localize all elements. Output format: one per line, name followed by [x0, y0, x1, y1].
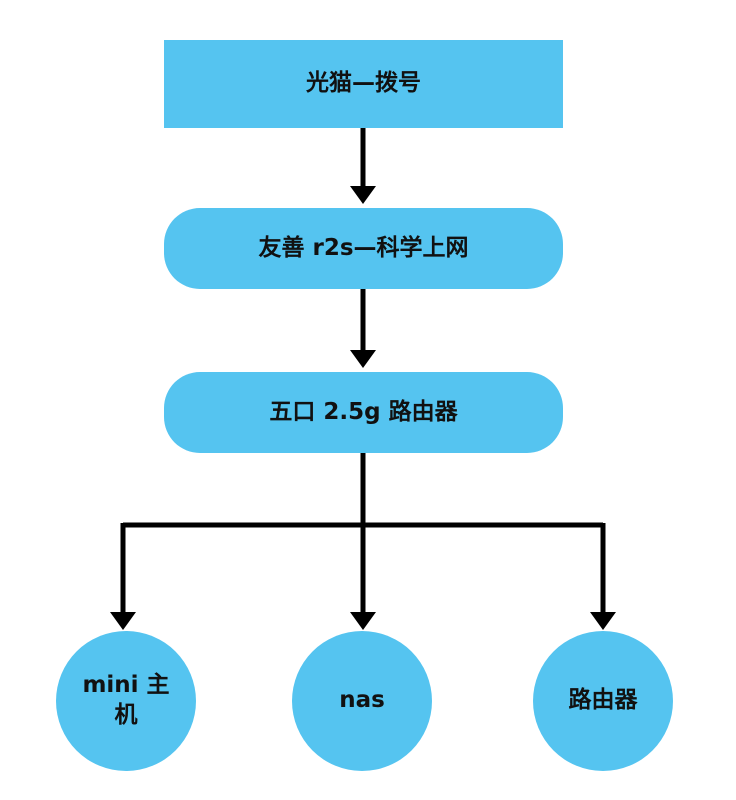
- node-r2s: 友善 r2s—科学上网: [164, 208, 563, 289]
- node-nas-label: nas: [339, 687, 385, 714]
- node-optical-modem-label: 光猫—拨号: [306, 70, 421, 97]
- arrowhead-nas: [350, 612, 376, 630]
- node-switch-2-5g-label: 五口 2.5g 路由器: [269, 398, 458, 425]
- node-switch-2-5g: 五口 2.5g 路由器: [164, 372, 563, 453]
- arrowhead-r2s: [350, 186, 376, 204]
- node-nas: nas: [292, 631, 432, 771]
- arrowhead-minipc: [110, 612, 136, 630]
- node-router: 路由器: [533, 631, 673, 771]
- arrowhead-router: [590, 612, 616, 630]
- arrowhead-switch: [350, 350, 376, 368]
- node-router-label: 路由器: [568, 687, 638, 714]
- node-mini-pc: mini 主机: [56, 631, 196, 771]
- node-r2s-label: 友善 r2s—科学上网: [258, 234, 469, 261]
- node-optical-modem: 光猫—拨号: [164, 40, 563, 128]
- node-mini-pc-label: mini 主机: [82, 672, 170, 728]
